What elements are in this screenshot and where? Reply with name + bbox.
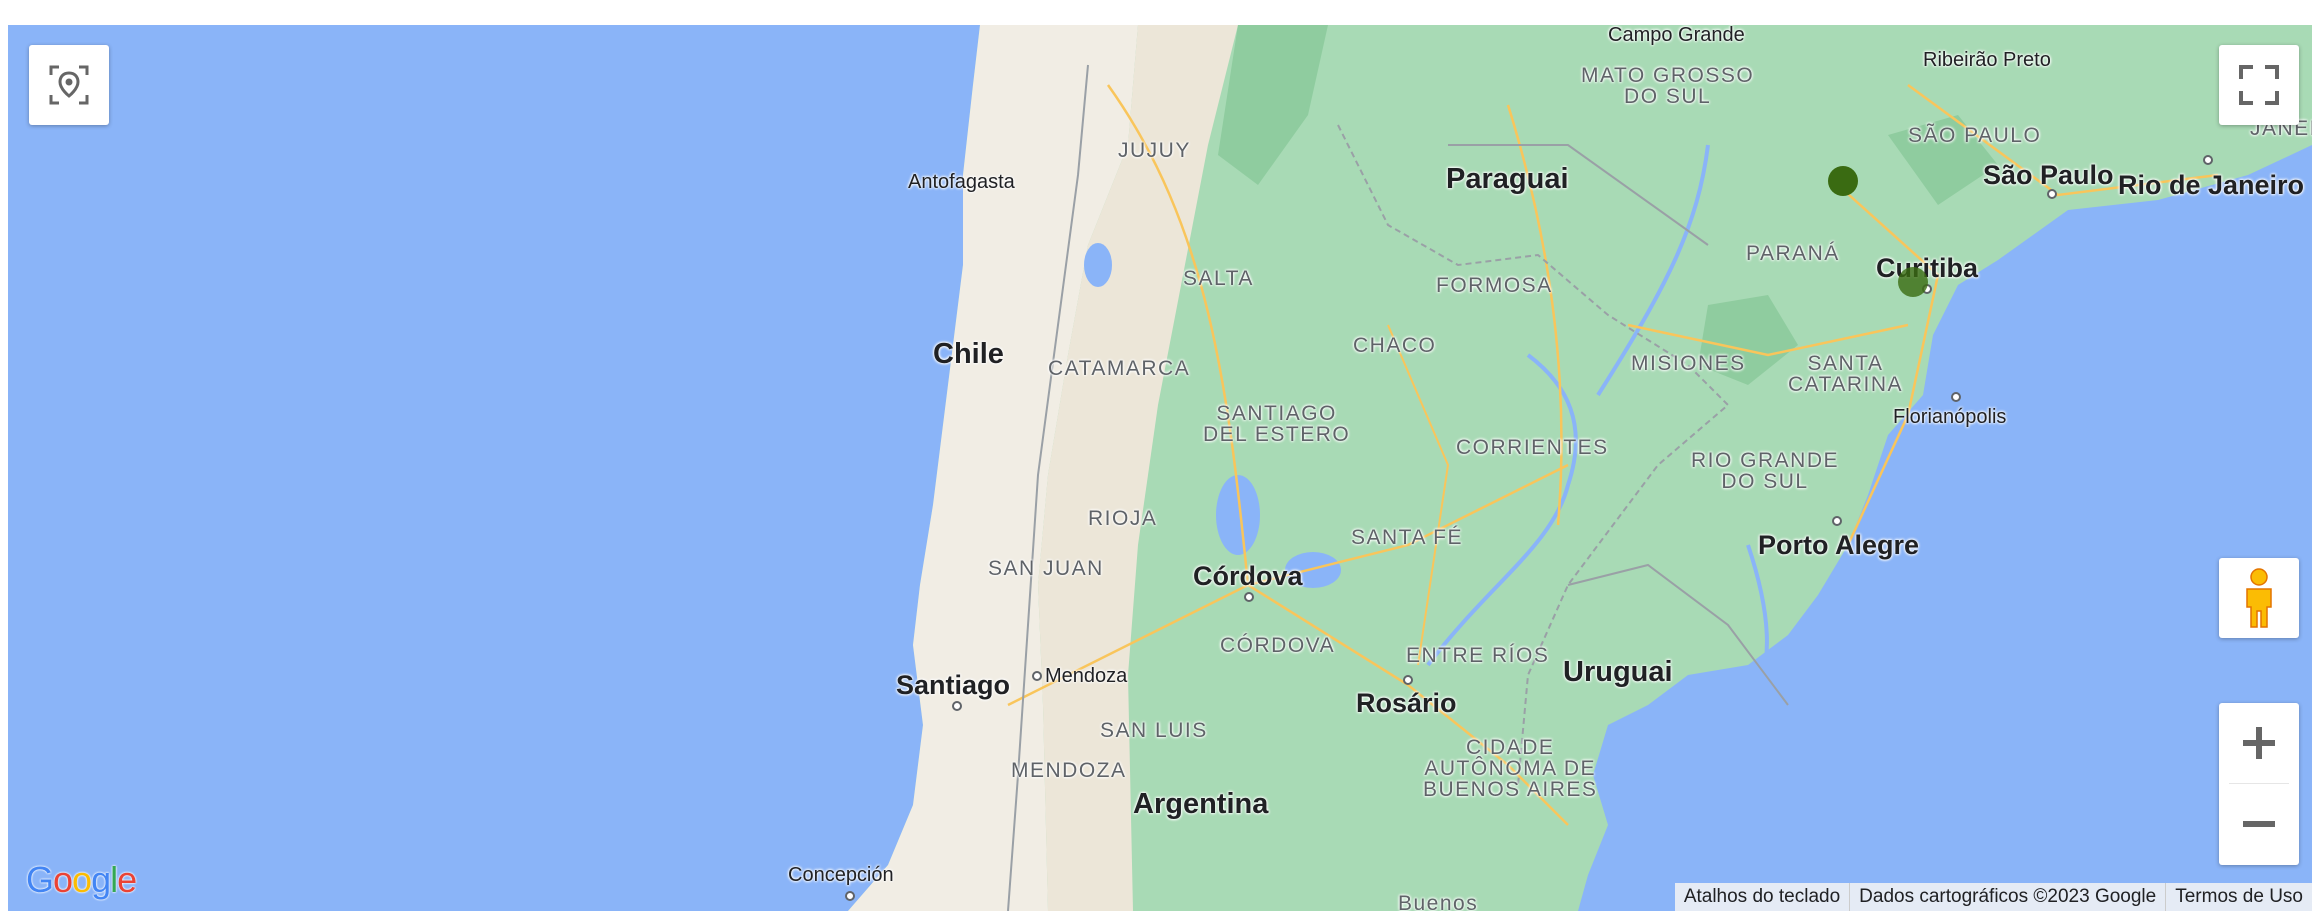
city-label-rosario: Rosário — [1356, 688, 1457, 718]
state-label-santiago-del-estero: SANTIAGO DEL ESTERO — [1203, 402, 1351, 446]
city-label-buenos-partial: Buenos — [1398, 892, 1479, 911]
data-marker[interactable] — [1828, 166, 1858, 196]
city-label-concepcion: Concepción — [788, 864, 894, 886]
state-label-santa-catarina: SANTA CATARINA — [1788, 352, 1904, 396]
fullscreen-button[interactable] — [2219, 45, 2299, 125]
state-label-san-juan: SAN JUAN — [988, 557, 1104, 580]
zoom-divider — [2229, 783, 2289, 784]
state-label-cidade-autonoma-de-buenos-aires: CIDADE AUTÔNOMA DE BUENOS AIRES — [1423, 736, 1598, 801]
city-label-porto-alegre: Porto Alegre — [1758, 530, 1920, 560]
state-label-rio-grande-do-sul: RIO GRANDE DO SUL — [1691, 449, 1840, 493]
location-crosshair-icon — [49, 65, 89, 105]
city-label-ribeirao-preto: Ribeirão Preto — [1923, 49, 2051, 71]
city-label-santiago: Santiago — [896, 670, 1011, 700]
pegman-icon — [2246, 568, 2272, 628]
zoom-out-button[interactable] — [2219, 784, 2299, 864]
city-label-campo-grande: Campo Grande — [1608, 25, 1745, 46]
data-marker[interactable] — [1898, 267, 1928, 297]
state-label-corrientes: CORRIENTES — [1456, 436, 1609, 459]
map-data-text: Dados cartográficos ©2023 Google — [1849, 883, 2165, 911]
country-label-chile: Chile — [933, 338, 1004, 370]
attribution-bar: Atalhos do teclado Dados cartográficos ©… — [1674, 883, 2312, 911]
state-label-san-luis: SAN LUIS — [1100, 719, 1208, 742]
zoom-in-button[interactable] — [2219, 703, 2299, 783]
state-label-jujuy: JUJUY — [1118, 139, 1191, 162]
city-point-florianopolis — [1951, 392, 1961, 402]
city-point-rio-de-janeiro — [2203, 155, 2213, 165]
city-point-concepcion — [845, 891, 855, 901]
city-point-rosario — [1403, 675, 1413, 685]
city-point-cordova — [1244, 592, 1254, 602]
google-logo[interactable]: Google — [26, 859, 137, 900]
state-label-formosa: FORMOSA — [1436, 274, 1553, 297]
state-label-mendoza: MENDOZA — [1011, 759, 1127, 782]
city-point-santiago — [952, 701, 962, 711]
street-view-pegman-button[interactable] — [2219, 558, 2299, 638]
locate-button[interactable] — [29, 45, 109, 125]
state-label-sao-paulo: SÃO PAULO — [1908, 124, 2042, 147]
state-label-catamarca: CATAMARCA — [1048, 357, 1191, 380]
country-label-paraguai: Paraguai — [1446, 163, 1569, 195]
city-point-sao-paulo — [2047, 189, 2057, 199]
state-label-salta: SALTA — [1183, 267, 1254, 290]
state-label-entre-rios: ENTRE RÍOS — [1406, 644, 1550, 667]
city-label-mendoza: Mendoza — [1045, 665, 1128, 687]
fullscreen-icon — [2239, 65, 2279, 105]
city-label-florianopolis: Florianópolis — [1893, 406, 2007, 428]
terms-link[interactable]: Termos de Uso — [2165, 883, 2312, 911]
state-label-cordova: CÓRDOVA — [1220, 634, 1336, 657]
state-label-misiones: MISIONES — [1631, 352, 1746, 375]
city-label-rio-de-janeiro: Rio de Janeiro — [2118, 170, 2305, 200]
city-label-cordova: Córdova — [1193, 561, 1303, 591]
zoom-control — [2219, 703, 2299, 865]
city-point-porto-alegre — [1832, 516, 1842, 526]
minus-icon — [2243, 821, 2275, 827]
state-label-chaco: CHACO — [1353, 334, 1437, 357]
city-point-mendoza — [1032, 671, 1042, 681]
country-label-argentina: Argentina — [1133, 788, 1269, 820]
state-label-parana: PARANÁ — [1746, 242, 1840, 265]
city-label-antofagasta: Antofagasta — [908, 171, 1015, 193]
map-canvas[interactable]: Paraguai Chile Uruguai Argentina MATO GR… — [8, 25, 2312, 911]
keyboard-shortcuts-link[interactable]: Atalhos do teclado — [1683, 886, 1841, 907]
state-label-santa-fe: SANTA FÉ — [1351, 526, 1463, 549]
map-base-layer — [8, 25, 2312, 911]
city-label-sao-paulo: São Paulo — [1983, 160, 2114, 190]
state-label-rioja: RIOJA — [1088, 507, 1158, 530]
state-label-mato-grosso-do-sul: MATO GROSSO DO SUL — [1581, 64, 1755, 108]
country-label-uruguai: Uruguai — [1563, 656, 1673, 688]
plus-icon — [2243, 727, 2275, 759]
